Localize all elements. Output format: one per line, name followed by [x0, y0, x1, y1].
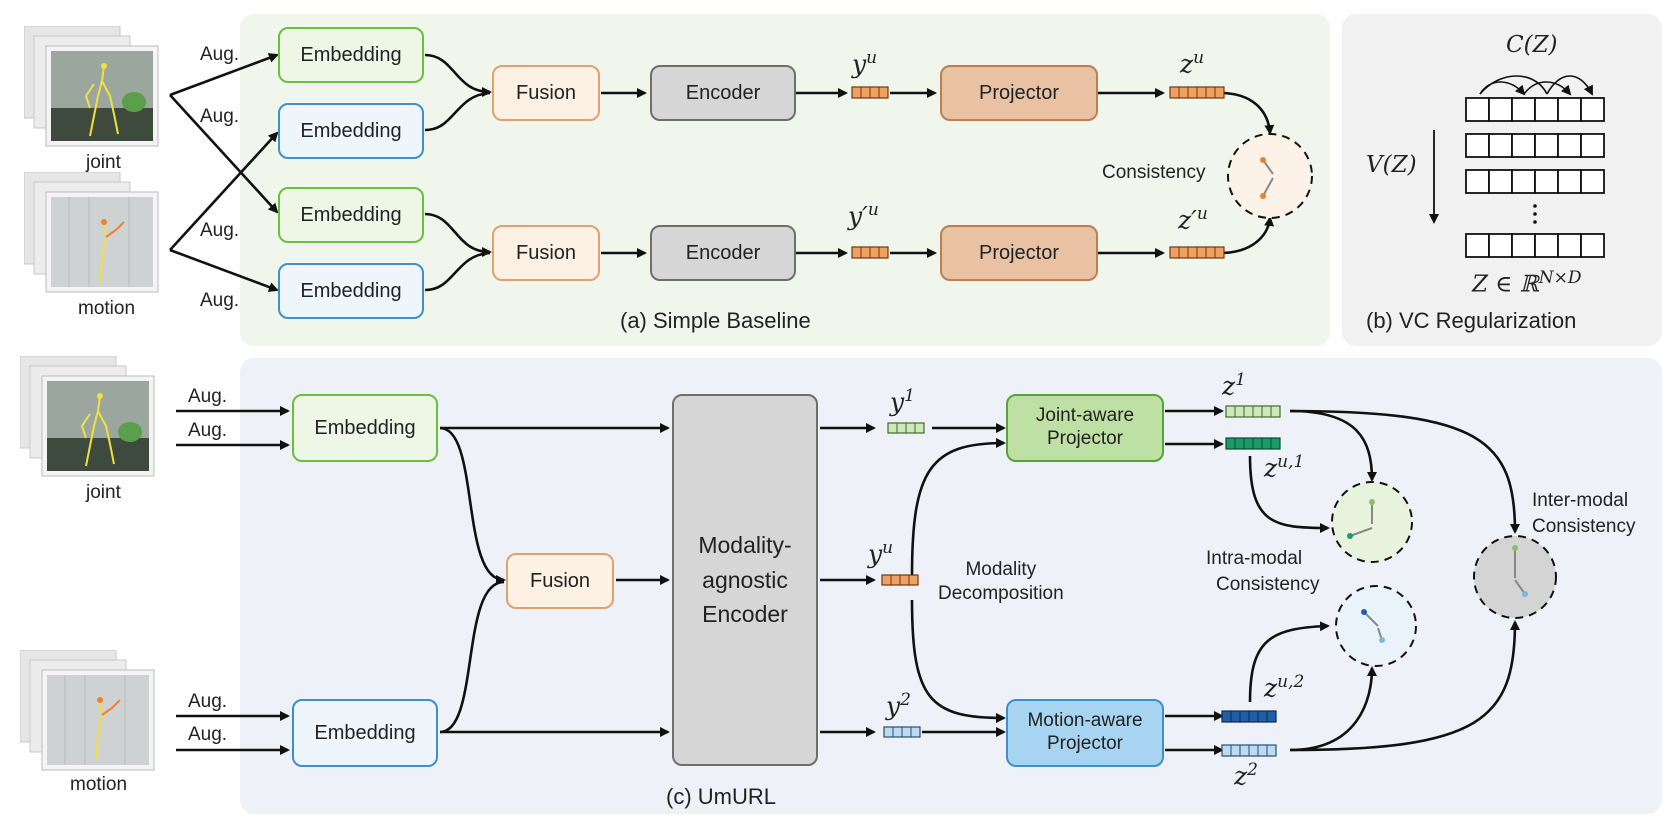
joint-frames-top — [23, 25, 164, 148]
zu2-label: zu,2 — [1264, 672, 1305, 703]
intra-modal-circle-joint — [1331, 481, 1413, 563]
caption-simple-baseline: (a) Simple Baseline — [620, 308, 811, 333]
vc-matrix — [1465, 97, 1605, 258]
zu1-label: zu,1 — [1264, 452, 1305, 483]
aug-label-c3: Aug. — [188, 691, 228, 712]
z-u-label-a: zu — [1180, 48, 1205, 79]
encoder-box-a2: Encoder — [650, 225, 796, 281]
joint-frames-bottom — [19, 355, 160, 478]
embedding-box-c2: Embedding — [292, 699, 438, 767]
aug-label-c4: Aug. — [188, 724, 228, 745]
feature-zpu-a — [1169, 246, 1225, 259]
consistency-label-a: Consistency — [1102, 162, 1206, 183]
aug-label-c1: Aug. — [188, 386, 228, 407]
motion-aware-projector: Motion-aware Projector — [1006, 699, 1164, 767]
joint-label-bottom: joint — [86, 482, 121, 503]
embedding-box-c1: Embedding — [292, 394, 438, 462]
z1-label: z1 — [1222, 370, 1246, 401]
aug-label-a1: Aug. — [200, 44, 240, 65]
aug-label-a3: Aug. — [200, 220, 240, 241]
feature-zu1-c — [1225, 437, 1281, 450]
aug-label-a2: Aug. — [200, 106, 240, 127]
fusion-box-a2: Fusion — [492, 225, 600, 281]
intra-modal-circle-motion — [1335, 585, 1417, 667]
feature-z2-c — [1221, 744, 1277, 757]
inter-modal-circle — [1473, 535, 1557, 619]
variance-label: V(Z) — [1366, 152, 1417, 178]
encoder-box-a1: Encoder — [650, 65, 796, 121]
joint-label-top: joint — [86, 152, 121, 173]
yu-label-c: yu — [868, 538, 894, 569]
joint-aware-projector: Joint-aware Projector — [1006, 394, 1164, 462]
feature-y1-c — [887, 422, 925, 434]
fusion-box-c: Fusion — [506, 553, 614, 609]
caption-vc-regularization: (b) VC Regularization — [1366, 308, 1577, 333]
covariance-arcs — [1479, 75, 1593, 96]
fusion-box-a1: Fusion — [492, 65, 600, 121]
feature-zu-a — [1169, 86, 1225, 99]
modality-decomposition-label: Modality Decomposition — [938, 559, 1064, 604]
y-prime-u-label-a: y′u — [848, 200, 879, 231]
embedding-box-a2: Embedding — [278, 103, 424, 159]
embedding-box-a1: Embedding — [278, 27, 424, 83]
motion-label-top: motion — [78, 298, 136, 319]
aug-label-a4: Aug. — [200, 290, 240, 311]
z-definition-label: Z ∈ ℝN×D — [1472, 268, 1582, 298]
feature-yu-a — [851, 86, 889, 99]
motion-label-bottom: motion — [70, 774, 128, 795]
consistency-circle-a — [1227, 133, 1313, 219]
feature-ypu-a — [851, 246, 889, 259]
vc-dots — [1533, 204, 1537, 224]
embedding-box-a4: Embedding — [278, 263, 424, 319]
intra-modal-consistency-label: Intra-modal Consistency — [1206, 548, 1320, 595]
aug-label-c2: Aug. — [188, 420, 228, 441]
z-prime-u-label-a: z′u — [1178, 204, 1208, 235]
embedding-box-a3: Embedding — [278, 187, 424, 243]
feature-z1-c — [1225, 405, 1281, 418]
projector-box-a2: Projector — [940, 225, 1098, 281]
projector-box-a1: Projector — [940, 65, 1098, 121]
caption-umurl: (c) UmURL — [666, 784, 776, 809]
covariance-label: C(Z) — [1506, 32, 1558, 58]
feature-y2-c — [883, 726, 921, 738]
feature-yu-c — [881, 574, 919, 586]
inter-modal-consistency-label: Inter-modal Consistency — [1532, 490, 1636, 537]
y1-label: y1 — [890, 386, 915, 417]
feature-zu2-c — [1221, 710, 1277, 723]
modality-agnostic-encoder: Modality- agnostic Encoder — [672, 394, 818, 766]
z2-label: z2 — [1234, 760, 1258, 791]
motion-frames-top — [23, 171, 164, 294]
y2-label: y2 — [886, 690, 911, 721]
motion-frames-bottom — [19, 649, 160, 772]
y-u-label-a: yu — [852, 48, 878, 79]
panel-umurl — [240, 358, 1662, 814]
